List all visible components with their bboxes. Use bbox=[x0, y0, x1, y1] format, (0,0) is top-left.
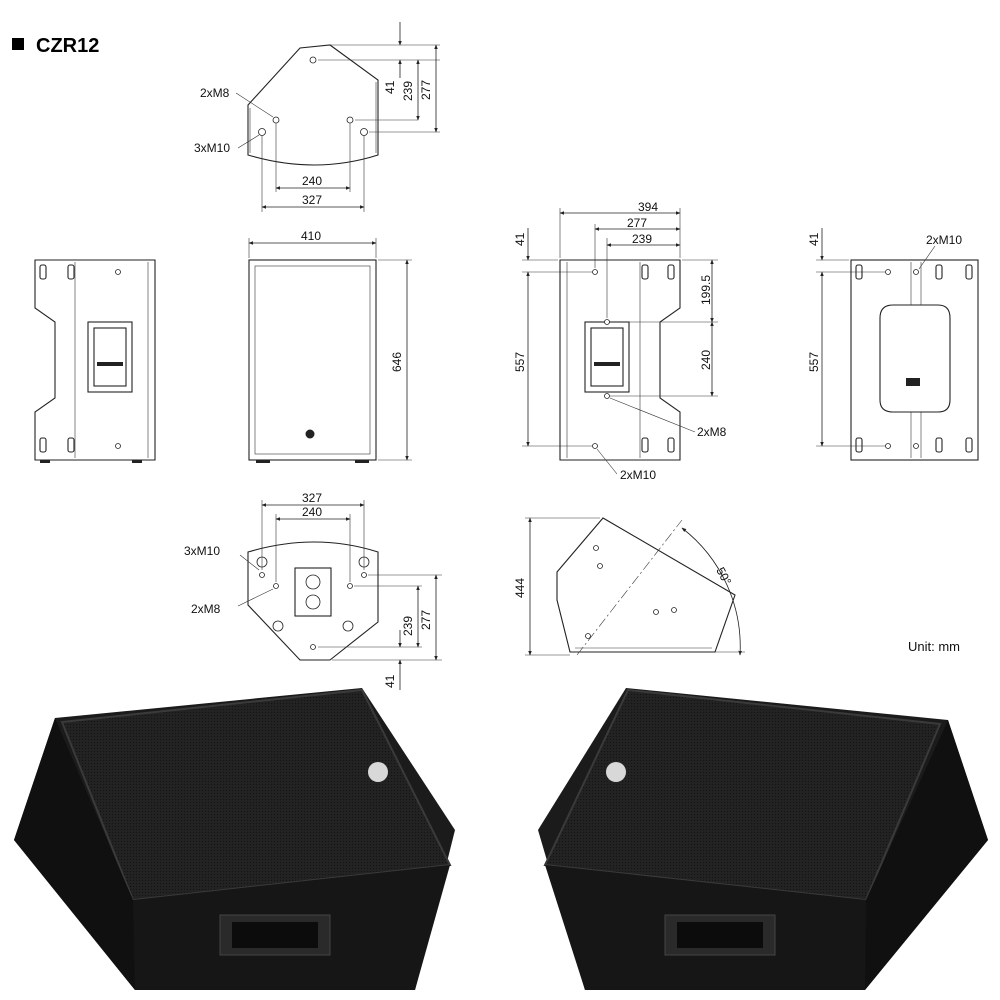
wedge-dim-444: 444 bbox=[513, 578, 527, 598]
side-dim-239: 239 bbox=[632, 232, 652, 246]
bottom-dim-41: 41 bbox=[383, 674, 397, 688]
bottom-dim-240: 240 bbox=[302, 505, 322, 519]
side-dim-240: 240 bbox=[699, 350, 713, 370]
title-square-icon bbox=[12, 38, 24, 50]
front-dim-410: 410 bbox=[301, 229, 321, 243]
left-side-view bbox=[34, 259, 156, 463]
side-dim-394: 394 bbox=[638, 200, 658, 214]
speaker-render-left bbox=[14, 688, 455, 990]
top-dim-277: 277 bbox=[419, 80, 433, 100]
brand-logo-icon bbox=[368, 762, 388, 782]
side-m8-label: 2xM8 bbox=[697, 425, 727, 439]
side-dim-557: 557 bbox=[513, 352, 527, 372]
side-dim-199-5: 199.5 bbox=[699, 275, 713, 305]
bottom-m10-label: 3xM10 bbox=[184, 544, 220, 558]
side-m10-label: 2xM10 bbox=[620, 468, 656, 482]
rear-m10-label: 2xM10 bbox=[926, 233, 962, 247]
rear-dim-557: 557 bbox=[807, 352, 821, 372]
front-view bbox=[248, 238, 412, 463]
rear-dim-41: 41 bbox=[807, 232, 821, 246]
model-title: CZR12 bbox=[36, 35, 99, 57]
wedge-side-view bbox=[525, 517, 745, 656]
bottom-dim-239: 239 bbox=[401, 616, 415, 636]
top-m10-label: 3xM10 bbox=[194, 141, 230, 155]
rear-view bbox=[816, 228, 979, 461]
unit-note: Unit: mm bbox=[908, 639, 960, 654]
bottom-dim-327: 327 bbox=[302, 491, 322, 505]
top-dim-327: 327 bbox=[302, 193, 322, 207]
top-dim-240: 240 bbox=[302, 174, 322, 188]
top-view bbox=[235, 22, 440, 212]
right-side-view bbox=[522, 208, 718, 475]
brand-logo-icon bbox=[606, 762, 626, 782]
speaker-render-right bbox=[538, 688, 988, 990]
bottom-m8-label: 2xM8 bbox=[191, 602, 221, 616]
front-dim-646: 646 bbox=[390, 352, 404, 372]
top-m8-label: 2xM8 bbox=[200, 86, 230, 100]
top-dim-239: 239 bbox=[401, 81, 415, 101]
bottom-dim-277: 277 bbox=[419, 610, 433, 630]
side-dim-277: 277 bbox=[627, 216, 647, 230]
bottom-view bbox=[237, 500, 442, 690]
top-dim-41: 41 bbox=[383, 80, 397, 94]
side-dim-41: 41 bbox=[513, 232, 527, 246]
